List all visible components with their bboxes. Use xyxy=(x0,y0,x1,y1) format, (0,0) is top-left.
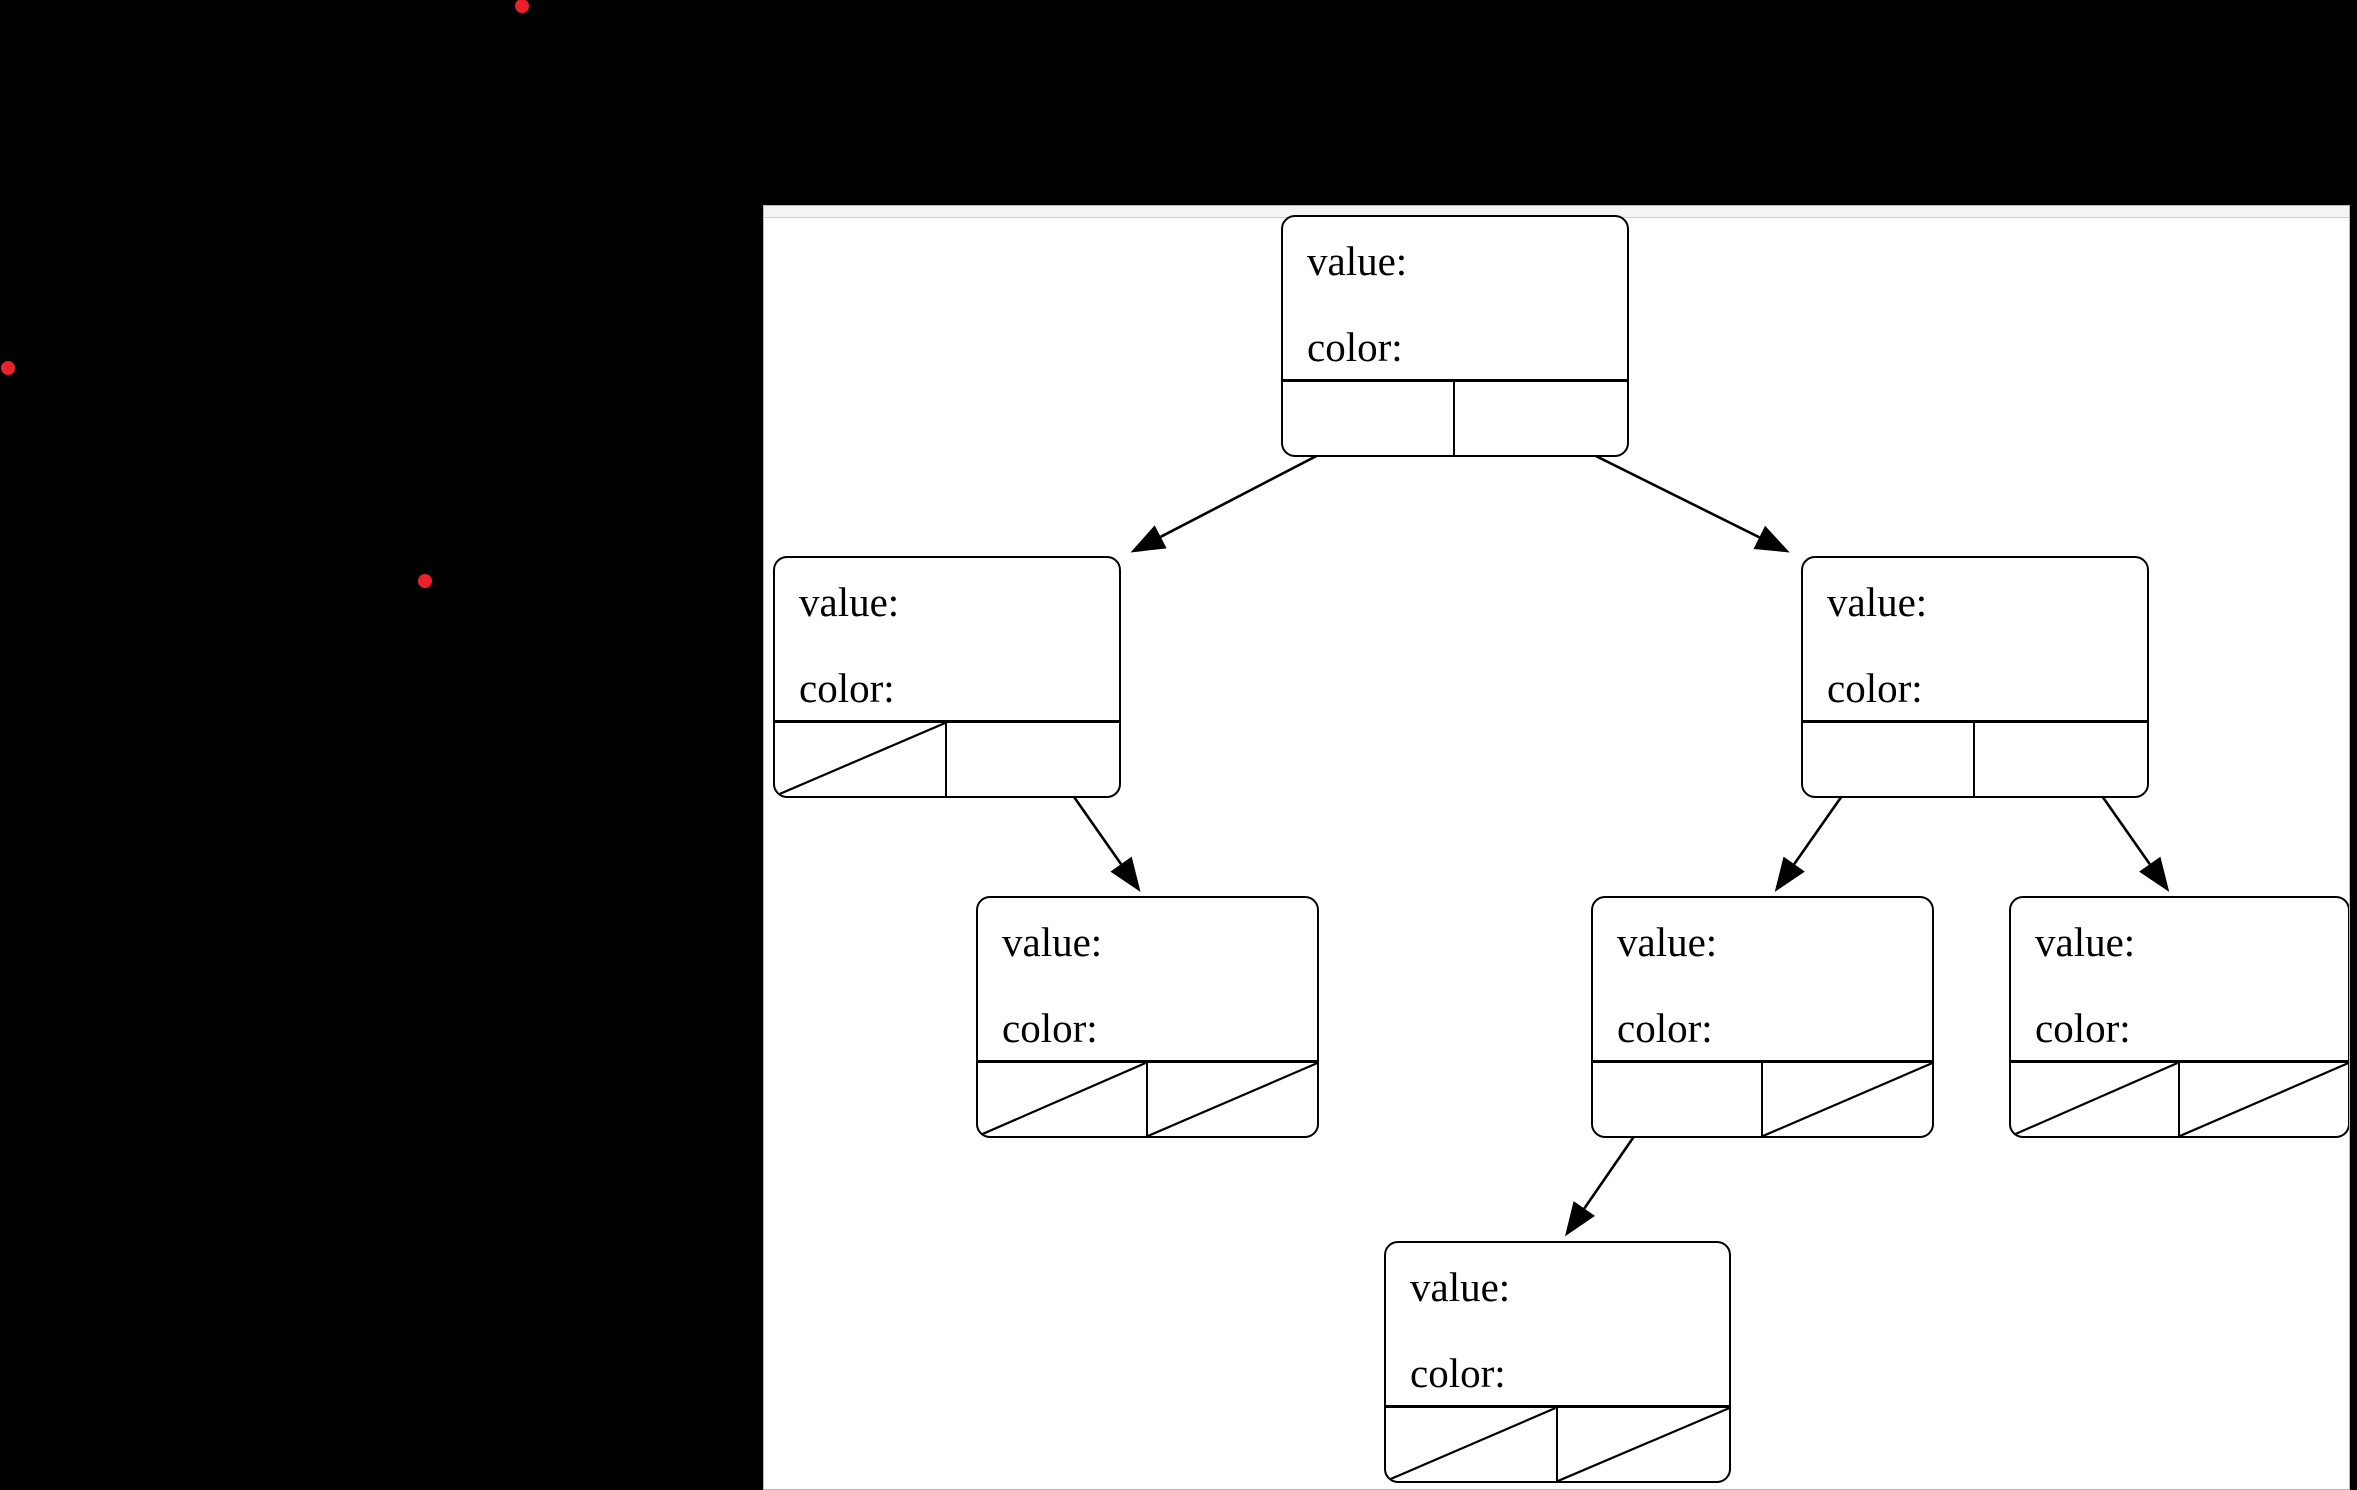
node-pointer-row xyxy=(1283,379,1627,455)
node-pointer-row xyxy=(2011,1060,2348,1136)
edge-arrowhead-icon xyxy=(1774,856,1805,892)
node-fields: value: color: xyxy=(1386,1243,1729,1394)
node-right-pointer-cell[interactable] xyxy=(2180,1063,2349,1136)
marker-dot-middle xyxy=(418,574,432,588)
node-value-label: value: xyxy=(1307,238,1408,284)
node-left-pointer-cell[interactable] xyxy=(2011,1063,2180,1136)
tree-node-right-left-grandchild[interactable]: value: color: xyxy=(1591,896,1934,1138)
tree-node-left-child[interactable]: value: color: xyxy=(773,556,1121,798)
node-value-label: value: xyxy=(1410,1264,1511,1310)
node-left-pointer-cell[interactable] xyxy=(775,723,947,796)
null-pointer-slash-icon xyxy=(978,1063,1146,1136)
node-pointer-row xyxy=(1593,1060,1932,1136)
null-pointer-slash-icon xyxy=(1386,1408,1556,1481)
edge-arrowhead-icon xyxy=(1130,525,1167,553)
node-fields: value: color: xyxy=(2011,898,2348,1049)
node-left-pointer-cell[interactable] xyxy=(1803,723,1975,796)
node-right-pointer-cell[interactable] xyxy=(1455,382,1627,455)
node-color-label: color: xyxy=(2035,1005,2131,1051)
null-pointer-slash-icon xyxy=(2180,1063,2349,1136)
node-value-label: value: xyxy=(799,579,900,625)
edge-arrowhead-icon xyxy=(2139,856,2170,892)
node-color-label: color: xyxy=(1410,1350,1506,1396)
null-pointer-slash-icon xyxy=(1148,1063,1318,1136)
node-value-label: value: xyxy=(1827,579,1928,625)
node-right-pointer-cell[interactable] xyxy=(947,723,1119,796)
marker-dot-top xyxy=(515,0,529,13)
node-fields: value: color: xyxy=(1803,558,2147,709)
node-pointer-row xyxy=(978,1060,1317,1136)
tree-node-root[interactable]: value: color: xyxy=(1281,215,1629,457)
node-pointer-row xyxy=(1803,720,2147,796)
null-pointer-slash-icon xyxy=(1763,1063,1933,1136)
marker-dot-left xyxy=(1,361,15,375)
node-color-label: color: xyxy=(1002,1005,1098,1051)
node-right-pointer-cell[interactable] xyxy=(1975,723,2147,796)
edge-arrowhead-icon xyxy=(1753,525,1790,553)
null-pointer-slash-icon xyxy=(775,723,945,796)
node-left-pointer-cell[interactable] xyxy=(1386,1408,1558,1481)
node-color-label: color: xyxy=(1307,324,1403,370)
tree-node-left-right-grandchild[interactable]: value: color: xyxy=(976,896,1319,1138)
tree-node-deepest[interactable]: value: color: xyxy=(1384,1241,1731,1483)
tree-node-right-right-grandchild[interactable]: value: color: xyxy=(2009,896,2349,1138)
canvas-body[interactable]: value:color:value:color:value:color:valu… xyxy=(764,215,2349,1489)
null-pointer-slash-icon xyxy=(1558,1408,1730,1481)
diagram-canvas-panel[interactable]: value:color:value:color:value:color:valu… xyxy=(763,205,2350,1490)
node-color-label: color: xyxy=(1617,1005,1713,1051)
node-right-pointer-cell[interactable] xyxy=(1148,1063,1318,1136)
node-pointer-row xyxy=(1386,1405,1729,1481)
node-value-label: value: xyxy=(1002,919,1103,965)
node-left-pointer-cell[interactable] xyxy=(978,1063,1148,1136)
node-fields: value: color: xyxy=(1593,898,1932,1049)
node-left-pointer-cell[interactable] xyxy=(1283,382,1455,455)
node-left-pointer-cell[interactable] xyxy=(1593,1063,1763,1136)
node-value-label: value: xyxy=(2035,919,2136,965)
node-pointer-row xyxy=(775,720,1119,796)
node-right-pointer-cell[interactable] xyxy=(1558,1408,1730,1481)
node-value-label: value: xyxy=(1617,919,1718,965)
edge-arrowhead-icon xyxy=(1564,1201,1595,1237)
node-fields: value: color: xyxy=(978,898,1317,1049)
null-pointer-slash-icon xyxy=(2011,1063,2178,1136)
node-fields: value: color: xyxy=(775,558,1119,709)
node-fields: value: color: xyxy=(1283,217,1627,368)
node-right-pointer-cell[interactable] xyxy=(1763,1063,1933,1136)
tree-node-right-child[interactable]: value: color: xyxy=(1801,556,2149,798)
node-color-label: color: xyxy=(799,665,895,711)
edge-arrowhead-icon xyxy=(1110,856,1141,892)
node-color-label: color: xyxy=(1827,665,1923,711)
